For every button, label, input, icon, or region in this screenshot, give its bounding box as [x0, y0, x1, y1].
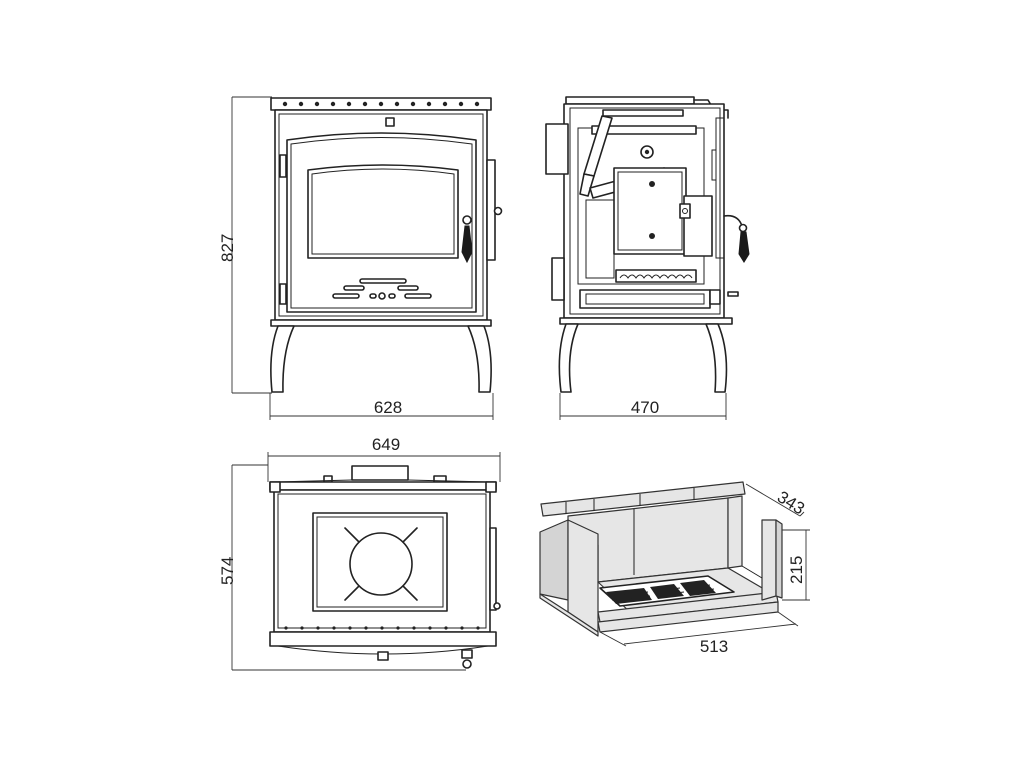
- top-depth-value: 574: [218, 557, 237, 585]
- front-view: [270, 97, 503, 393]
- air-control-slots: [332, 278, 432, 300]
- height-value: 827: [218, 234, 237, 262]
- insert-grate: [599, 575, 735, 607]
- side-depth-value: 470: [631, 398, 659, 417]
- side-depth-dimension: 470: [559, 393, 727, 420]
- top-view: [269, 465, 501, 669]
- hotplate-ring-icon: [344, 527, 418, 601]
- top-plate-vents: [282, 101, 480, 107]
- door-handle-icon: [461, 215, 473, 264]
- firebox-insert-view: [539, 481, 783, 637]
- top-width-value: 649: [372, 435, 400, 454]
- insert-depth-value: 343: [774, 487, 808, 518]
- insert-height-dimension: 215: [782, 529, 810, 601]
- insert-depth-dimension: 343: [745, 483, 808, 518]
- top-width-dimension: 649: [267, 435, 501, 482]
- grate: [615, 269, 697, 283]
- insert-width-value: 513: [700, 637, 728, 656]
- side-section-view: [545, 96, 750, 393]
- insert-width-dimension: 513: [599, 611, 799, 656]
- insert-height-value: 215: [787, 556, 806, 584]
- top-handle-icon: [461, 649, 473, 669]
- side-door-handle-icon: [723, 214, 750, 263]
- front-width-value: 628: [374, 398, 402, 417]
- height-dimension: 827: [218, 96, 272, 394]
- top-depth-dimension: 574: [218, 464, 466, 671]
- front-width-dimension: 628: [269, 393, 494, 420]
